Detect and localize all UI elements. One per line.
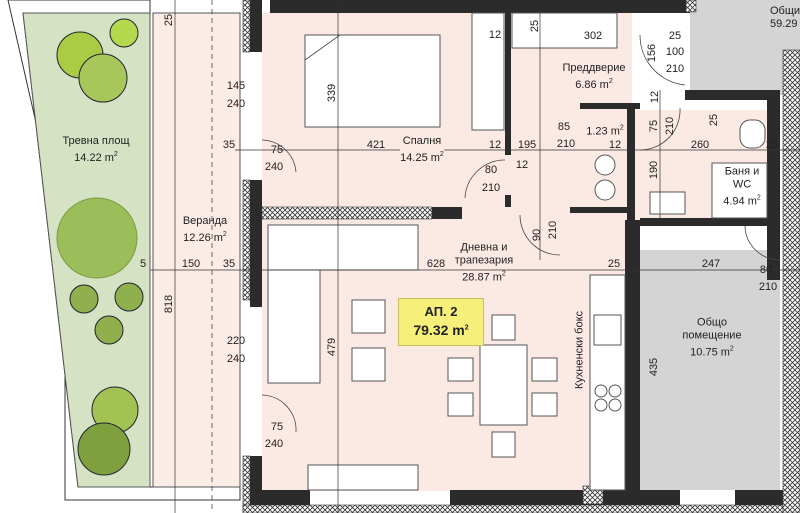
dimension: 145 xyxy=(226,80,246,92)
tree-icon xyxy=(56,197,138,279)
dimension: 210 xyxy=(665,63,685,75)
dimension: 210 xyxy=(556,138,576,150)
dimension: 156 xyxy=(646,43,658,63)
dimension: 25 xyxy=(765,139,779,151)
dimension: 12 xyxy=(488,139,502,151)
door-swings xyxy=(261,34,781,433)
apartment-badge: АП. 2 79.32 m2 xyxy=(398,298,484,346)
dimension: 100 xyxy=(665,46,685,58)
dimension: 12 xyxy=(649,90,661,104)
shelf-icon xyxy=(511,12,618,49)
wardrobe-icon xyxy=(471,12,505,131)
kitchen-counter-icon xyxy=(589,274,626,491)
dimension: 75 xyxy=(648,119,660,133)
dimension: 150 xyxy=(181,258,201,270)
bed-icon xyxy=(304,34,441,128)
dimension: 25 xyxy=(529,19,541,33)
dimension: 240 xyxy=(226,98,246,110)
dimension: 302 xyxy=(583,30,603,42)
tree-icon xyxy=(109,18,139,48)
tree-icon xyxy=(94,315,124,345)
dimension: 190 xyxy=(648,160,660,180)
dimension-lines xyxy=(150,0,800,513)
dimension: 25 xyxy=(163,13,175,27)
dimension: 339 xyxy=(326,83,338,103)
dimension: 260 xyxy=(690,139,710,151)
dimension: 35 xyxy=(222,139,236,151)
dimension: 75 xyxy=(270,421,284,433)
shower-icon xyxy=(711,162,768,219)
tree-icon xyxy=(77,422,131,476)
dimension: 240 xyxy=(264,161,284,173)
dimension: 479 xyxy=(326,337,338,357)
dimension: 12 xyxy=(515,159,529,171)
dimension: 85 xyxy=(557,121,571,133)
dimension: 220 xyxy=(226,335,246,347)
furniture xyxy=(267,12,768,491)
dimension: 25 xyxy=(668,30,682,42)
dimension: 80 xyxy=(759,264,773,276)
dimension: 25 xyxy=(607,258,621,270)
insulation-hatch xyxy=(242,0,800,513)
dimension: 210 xyxy=(758,281,778,293)
dimension: 210 xyxy=(481,182,501,194)
dimension: 628 xyxy=(426,258,446,270)
apartment-area: 79.32 m2 xyxy=(413,322,469,338)
sink-icon xyxy=(593,314,622,346)
common-top-area xyxy=(690,0,800,95)
dryer-icon xyxy=(594,179,616,201)
dimension: 90 xyxy=(531,228,543,242)
veranda-area xyxy=(152,12,241,488)
dimension: 210 xyxy=(547,220,559,240)
dimension: 818 xyxy=(163,294,175,314)
dimension: 435 xyxy=(648,357,660,377)
dimension: 240 xyxy=(264,438,284,450)
dimension: 25 xyxy=(708,113,720,127)
dimension: 247 xyxy=(701,258,721,270)
dimension: 421 xyxy=(366,139,386,151)
dining-table-icon xyxy=(479,344,528,426)
dimension: 210 xyxy=(664,116,676,136)
tree-icon xyxy=(69,284,99,314)
tv-stand-icon xyxy=(307,464,419,491)
dimension: 35 xyxy=(222,258,236,270)
dimension: 12 xyxy=(488,29,502,41)
room-label-kitchen: Кухненски бокс xyxy=(573,310,586,390)
tree-icon xyxy=(78,53,128,103)
dimension: 5 xyxy=(139,258,147,270)
trees xyxy=(56,18,144,476)
apartment-label: АП. 2 xyxy=(424,304,458,319)
washbasin-icon xyxy=(649,191,686,215)
dimension: 80 xyxy=(484,164,498,176)
common-room-area xyxy=(640,250,780,490)
washer-icon xyxy=(594,154,616,176)
room-label-storage: 1.23 m2 xyxy=(586,124,624,138)
toilet-icon xyxy=(739,119,766,149)
dimension: 75 xyxy=(270,144,284,156)
dimension: 240 xyxy=(226,353,246,365)
dimension: 195 xyxy=(517,139,537,151)
tree-icon xyxy=(114,282,144,312)
dimension: 12 xyxy=(608,139,622,151)
